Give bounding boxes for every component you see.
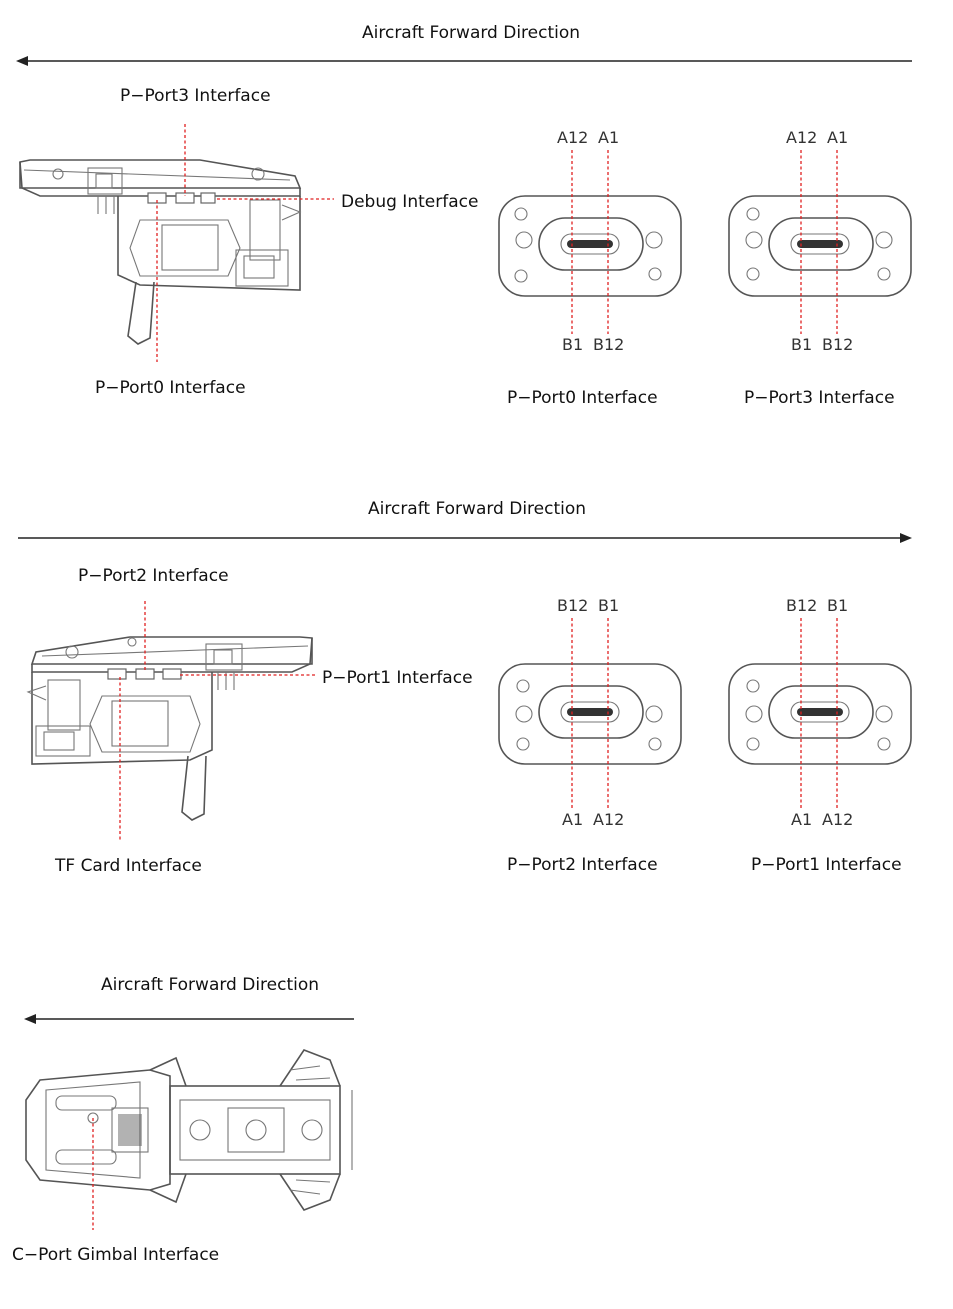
callout-pport2: P−Port2 Interface [78, 566, 229, 586]
callout-tfcard: TF Card Interface [55, 856, 202, 876]
section3-direction-label: Aircraft Forward Direction [101, 975, 320, 995]
callout-pport3: P−Port3 Interface [120, 86, 271, 106]
s1-port3-pin-bottom-right: B12 [822, 335, 854, 354]
s2-port1-caption: P−Port1 Interface [751, 855, 902, 875]
s1-port3-pin-top-right: A1 [827, 128, 849, 147]
s2-port1-pin-bottom-left: A1 [791, 810, 813, 829]
s2-port1-pin-bottom-right: A12 [822, 810, 854, 829]
s2-port2-pin-top-left: B12 [557, 596, 589, 615]
callout-debug: Debug Interface [341, 192, 479, 212]
s2-port2-pin-top-right: B1 [598, 596, 620, 615]
s1-port0-pin-top-left: A12 [557, 128, 589, 147]
s2-port2-pin-bottom-left: A1 [562, 810, 584, 829]
callout-pport0: P−Port0 Interface [95, 378, 246, 398]
s1-port0-pin-bottom-right: B12 [593, 335, 625, 354]
s1-port0-caption: P−Port0 Interface [507, 388, 658, 408]
s1-port0-pin-bottom-left: B1 [562, 335, 584, 354]
callout-cport: C−Port Gimbal Interface [12, 1245, 220, 1265]
s2-port2-caption: P−Port2 Interface [507, 855, 658, 875]
s2-port2-pin-bottom-right: A12 [593, 810, 625, 829]
section1-direction-label: Aircraft Forward Direction [362, 23, 581, 43]
section2-direction-label: Aircraft Forward Direction [368, 499, 587, 519]
s2-port1-pin-top-left: B12 [786, 596, 818, 615]
s2-port1-pin-top-right: B1 [827, 596, 849, 615]
s1-port3-pin-bottom-left: B1 [791, 335, 813, 354]
callout-pport1: P−Port1 Interface [322, 668, 473, 688]
s1-port0-pin-top-right: A1 [598, 128, 620, 147]
s1-port3-caption: P−Port3 Interface [744, 388, 895, 408]
s1-port3-pin-top-left: A12 [786, 128, 818, 147]
